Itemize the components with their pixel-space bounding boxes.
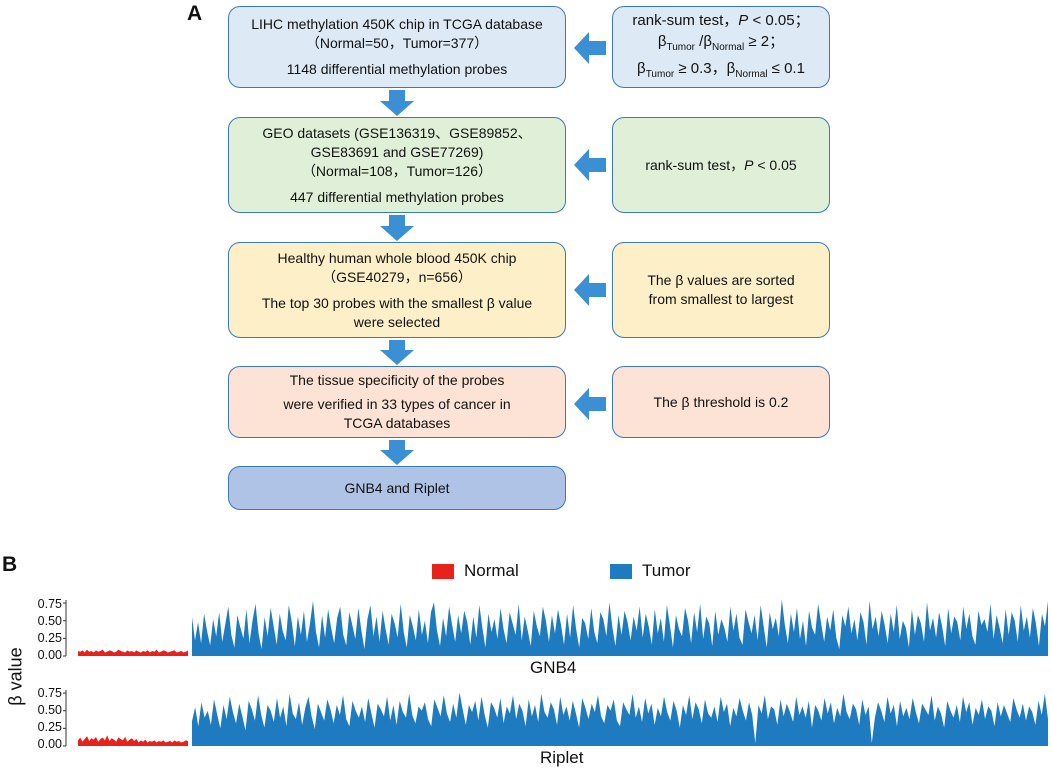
- legend-normal-label: Normal: [464, 561, 519, 580]
- flow-step-3: Healthy human whole blood 450K chip （GSE…: [228, 242, 566, 338]
- tick-label: 0.25: [37, 631, 62, 645]
- criteria-box-4: The β threshold is 0.2: [612, 366, 830, 438]
- tick-label: 0.50: [37, 614, 62, 628]
- criteria-box-2: rank-sum test，P < 0.05: [612, 117, 830, 213]
- panel-label-a: A: [187, 2, 203, 25]
- flow-step-4-line2: were verified in 33 types of cancer in: [283, 396, 511, 412]
- flow-step-4: The tissue specificity of the probes wer…: [228, 366, 566, 438]
- legend-tumor-swatch: [610, 563, 632, 579]
- flow-step-1-line3: 1148 differential methylation probes: [286, 61, 508, 77]
- criteria-4-line1: The β threshold is 0.2: [653, 393, 789, 410]
- flow-step-5: GNB4 and Riplet: [228, 466, 566, 510]
- flow-step-3-line3: The top 30 probes with the smallest β va…: [261, 294, 533, 311]
- y-axis-label: β value: [5, 647, 26, 706]
- panel-label-b: B: [2, 553, 18, 576]
- criteria-box-3: The β values are sorted from smallest to…: [612, 242, 830, 338]
- tumor-area: [192, 692, 1048, 746]
- down-arrow-icon: [380, 90, 414, 116]
- left-arrow-icon: [574, 149, 606, 181]
- legend-tumor: Tumor: [610, 561, 691, 581]
- tick-label: 0.75: [37, 686, 62, 700]
- flow-step-4-line3: TCGA databases: [343, 415, 451, 431]
- flow-step-3-line4: were selected: [353, 313, 441, 330]
- flow-step-2-line1: GEO datasets (GSE136319、GSE89852、: [262, 124, 532, 141]
- tick-label: 0.25: [37, 720, 62, 734]
- chart-title-riplet: Riplet: [540, 748, 584, 767]
- down-arrow-icon: [380, 440, 414, 465]
- left-arrow-icon: [574, 274, 606, 306]
- flow-step-4-line1: The tissue specificity of the probes: [289, 372, 505, 388]
- flow-step-2-line2: GSE83691 and GSE77269): [310, 143, 484, 160]
- left-arrow-icon: [574, 388, 606, 420]
- flow-step-2-line3: （Normal=108，Tumor=126）: [301, 162, 493, 179]
- criteria-1-line1: rank-sum test，P < 0.05；: [632, 11, 810, 29]
- tick-label: 0.50: [37, 703, 62, 717]
- chart-title-gnb4: GNB4: [530, 658, 577, 677]
- gnb4-chart: [63, 599, 1048, 657]
- flow-step-3-line2: （GSE40279，n=656）: [322, 268, 472, 285]
- flow-step-3-line1: Healthy human whole blood 450K chip: [277, 249, 517, 266]
- flow-step-1-line2: （Normal=50，Tumor=377）: [305, 35, 489, 51]
- legend-tumor-label: Tumor: [642, 561, 691, 580]
- legend-normal: Normal: [432, 561, 519, 581]
- flow-step-2-line4: 447 differential methylation probes: [290, 188, 504, 205]
- criteria-3-line1: The β values are sorted: [647, 272, 795, 288]
- legend-normal-swatch: [432, 563, 454, 579]
- left-arrow-icon: [574, 32, 606, 64]
- flow-step-5-line1: GNB4 and Riplet: [344, 479, 450, 496]
- tumor-area: [192, 599, 1048, 656]
- criteria-box-1: rank-sum test，P < 0.05； βTumor /βNormal …: [612, 6, 830, 88]
- normal-area: [78, 735, 188, 746]
- criteria-3-line2: from smallest to largest: [648, 291, 794, 307]
- criteria-2-line1: rank-sum test，P < 0.05: [645, 156, 797, 173]
- riplet-chart: [63, 690, 1048, 747]
- flow-step-1-line1: LIHC methylation 450K chip in TCGA datab…: [251, 16, 543, 32]
- criteria-1-line2: βTumor /βNormal ≥ 2；: [657, 32, 785, 53]
- tick-label: 0.75: [37, 597, 62, 611]
- flow-step-1: LIHC methylation 450K chip in TCGA datab…: [228, 6, 566, 88]
- normal-area: [78, 649, 188, 656]
- down-arrow-icon: [380, 340, 414, 365]
- tick-label: 0.00: [37, 648, 62, 662]
- criteria-1-line3: βTumor ≥ 0.3，βNormal ≤ 0.1: [637, 59, 805, 80]
- tick-label: 0.00: [37, 737, 62, 751]
- flow-step-2: GEO datasets (GSE136319、GSE89852、 GSE836…: [228, 117, 566, 213]
- down-arrow-icon: [380, 215, 414, 241]
